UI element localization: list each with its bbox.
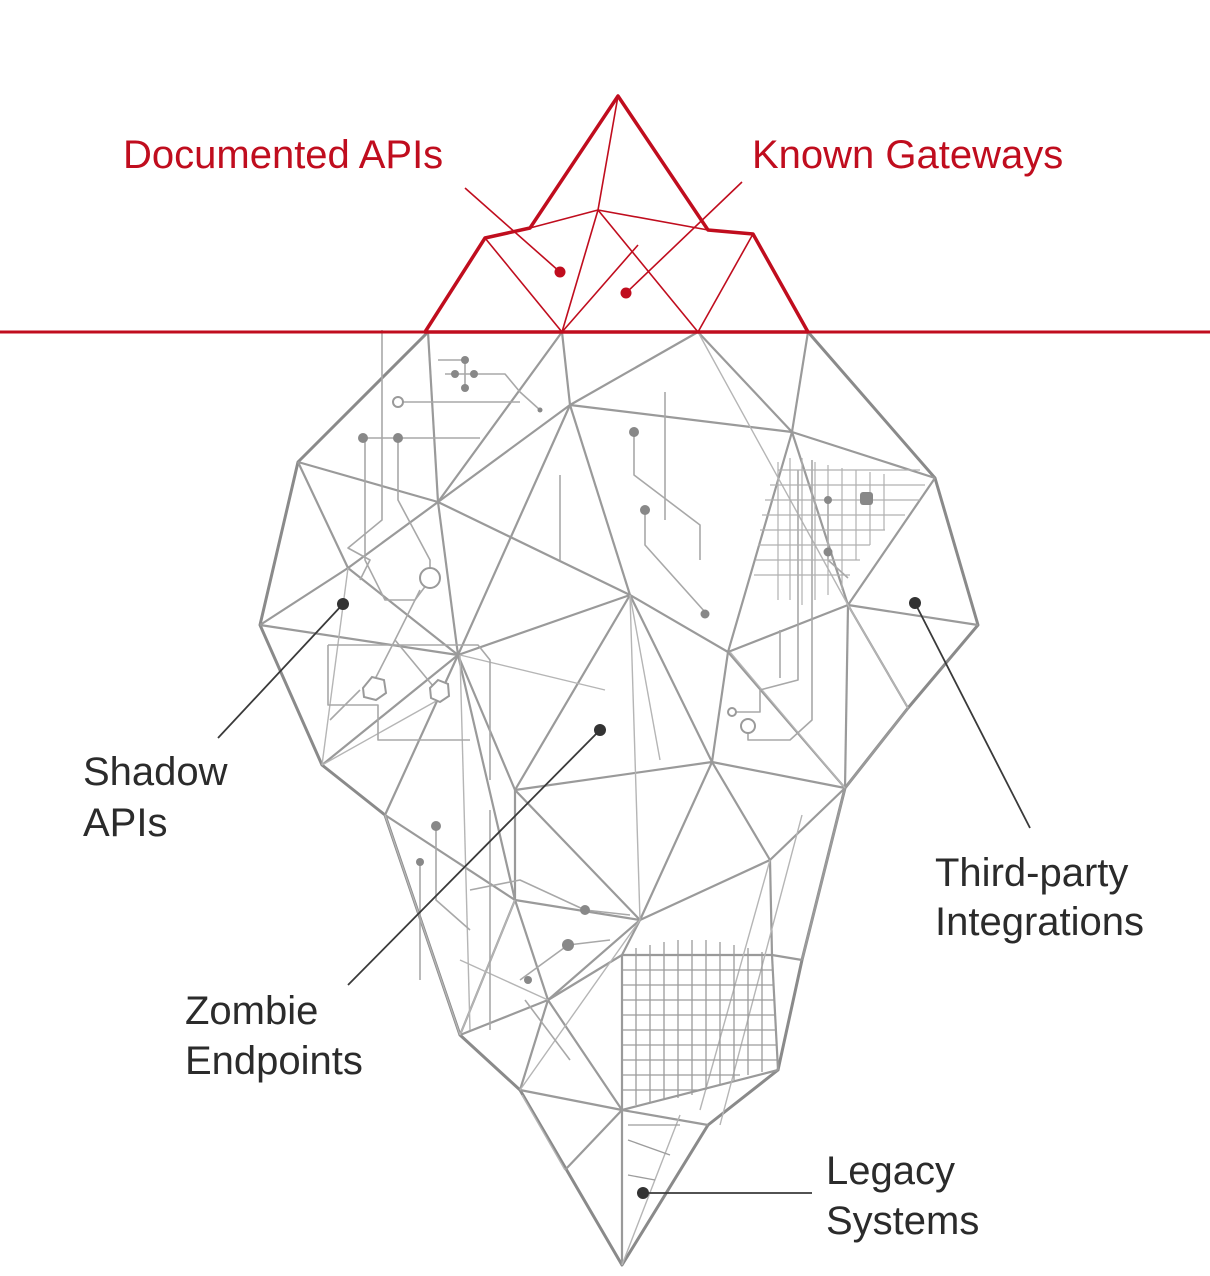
label-known-gateways: Known Gateways bbox=[752, 133, 1063, 177]
marker-shadow-apis bbox=[337, 598, 349, 610]
label-zombie-endpoints-line2: Endpoints bbox=[185, 1039, 363, 1083]
label-shadow-apis-line2: APIs bbox=[83, 801, 167, 845]
label-legacy-systems-line1: Legacy bbox=[826, 1149, 955, 1193]
circuit-hollow-nodes bbox=[361, 396, 756, 734]
leaders-dark bbox=[217, 602, 1031, 1194]
marker-documented-apis bbox=[554, 266, 566, 278]
submerged-outline bbox=[258, 330, 980, 1267]
circuit-traces bbox=[327, 330, 849, 1061]
label-shadow-apis-line1: Shadow bbox=[83, 750, 228, 794]
label-third-party-line2: Integrations bbox=[935, 900, 1144, 944]
mesh-grid-lower bbox=[622, 940, 777, 1181]
leader-third-party bbox=[914, 602, 1031, 829]
submerged-thin-facets bbox=[321, 331, 909, 1266]
marker-dots-red bbox=[554, 266, 632, 299]
marker-known-gateways bbox=[620, 287, 632, 299]
leader-documented-apis bbox=[464, 187, 561, 273]
label-legacy-systems-line2: Systems bbox=[826, 1199, 979, 1243]
leaders-red bbox=[464, 181, 743, 294]
leader-known-gateways bbox=[625, 181, 743, 294]
label-documented-apis: Documented APIs bbox=[123, 133, 443, 177]
leader-shadow-apis bbox=[217, 603, 344, 739]
label-third-party-line1: Third-party bbox=[935, 851, 1128, 895]
circuit-nodes bbox=[358, 356, 873, 984]
label-zombie-endpoints-line1: Zombie bbox=[185, 989, 318, 1033]
marker-zombie-endpoints bbox=[594, 724, 606, 736]
iceberg-submerged bbox=[258, 330, 980, 1267]
marker-third-party bbox=[909, 597, 921, 609]
leader-zombie-endpoints bbox=[347, 729, 601, 986]
marker-legacy-systems bbox=[637, 1187, 649, 1199]
tip-facets bbox=[484, 95, 754, 333]
marker-dots-dark bbox=[337, 597, 921, 1199]
submerged-facets bbox=[259, 331, 979, 1265]
mesh-grid-upper bbox=[754, 458, 925, 605]
